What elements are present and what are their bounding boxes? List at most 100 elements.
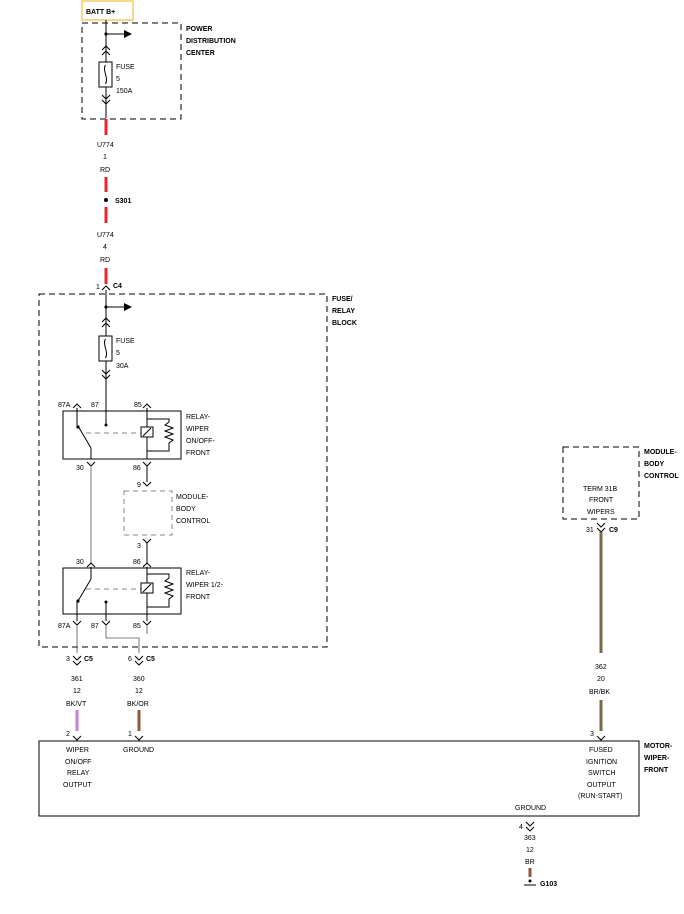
wire-363-color: BR [525,859,535,866]
pdc-tap-node [104,32,108,36]
wire-361-color: BK/VT [66,701,87,708]
wire-360-circuit: 360 [133,676,145,683]
motor-pin2: 2 [66,731,70,738]
mbc-inner-label-3: CONTROL [176,518,210,525]
relay2-87-exit-wire [105,625,140,653]
relay1-pin-30: 30 [76,465,84,472]
relay2-label-1: RELAY- [186,570,211,577]
frb-fuse-top-connector-icon [101,317,111,328]
relay2-resistor-icon [147,573,175,608]
mbc-inner-label-2: BODY [176,506,196,513]
pdc-name-2: DISTRIBUTION [186,38,236,45]
pdc-boundary [81,22,182,120]
relay2-pin-30: 30 [76,559,84,566]
relay1-pin-86: 86 [133,465,141,472]
motor-ground-label: GROUND [515,805,546,812]
pdc-fuse-number: 5 [116,76,120,83]
relay2-label-3: FRONT [186,594,211,601]
wire-u774-top-color: RD [100,167,110,174]
c5-mid-label: C5 [146,656,155,663]
wire-362-color: BR/BK [589,689,610,696]
relay1-label-1: RELAY- [186,414,211,421]
motor-pin3-label-5: (RUN-START) [578,793,622,800]
motor-ground-connector-icon [525,821,535,832]
wire-363-gauge: 12 [526,847,534,854]
pdc-name-3: CENTER [186,50,215,57]
relay2-switch-blade [77,578,92,602]
g103-label: G103 [540,881,557,888]
relay1-box [62,410,182,460]
c4-pin: 1 [96,284,100,291]
pdc-fuse-bottom-connector-icon [101,94,111,105]
wire-362-gauge: 20 [597,676,605,683]
mbc-inner-label-1: MODULE- [176,494,209,501]
relay1-resistor-icon [147,418,175,452]
pdc-fuse-top-connector-icon [101,45,111,56]
relay2-pin-87a: 87A [58,623,71,630]
c4-connector-icon [101,285,111,291]
relay1-top-connectors-icon [72,403,152,409]
mbc-inner-top-connector-icon [142,481,152,487]
relay2-top-connectors-icon [86,562,152,568]
motor-pin3: 3 [590,731,594,738]
mbc-name-1: MODULE- [644,449,677,456]
frb-fuse-bottom-connector-icon [101,369,111,380]
c9-pin: 31 [586,527,594,534]
wire-360-color: BK/OR [127,701,149,708]
batt-box [81,0,134,21]
relay2-pin-87: 87 [91,623,99,630]
wire-u774-top-pin: 1 [103,154,107,161]
splice-s301-node [104,198,108,202]
relay2-coil-slash [142,583,152,593]
wire-360-gauge: 12 [135,688,143,695]
frb-tap-node [104,305,108,309]
c5-mid-pin: 6 [128,656,132,663]
mbc-term-3: WIPERS [587,509,615,516]
motor-pin2-label-1: WIPER [66,747,89,754]
frb-name-1: FUSE/ [332,296,353,303]
mbc-term-2: FRONT [589,497,614,504]
c4-label: C4 [113,283,122,290]
relay2-pin-86: 86 [133,559,141,566]
mbc-inner-pin-top: 9 [137,482,141,489]
pdc-fuse-element [104,64,107,85]
mbc-inner-pin-bot: 3 [137,543,141,550]
motor-pin2-label-2: ON/OFF [65,759,91,766]
relay2-pin-85: 85 [133,623,141,630]
relay1-pin-87: 87 [91,402,99,409]
motor-pin1-label: GROUND [123,747,154,754]
c5-left-label: C5 [84,656,93,663]
wire-363-circuit: 363 [524,835,536,842]
relay1-pin-87a: 87A [58,402,71,409]
motor-name-1: MOTOR- [644,743,673,750]
splice-s301-label: S301 [115,198,131,205]
wire-u774-bot-pin: 4 [103,244,107,251]
mbc-name-2: BODY [644,461,665,468]
frb-name-2: RELAY [332,308,355,315]
mbc-inner-boundary [123,490,173,536]
mbc-boundary [562,446,640,520]
mbc-term-1: TERM 31B [583,486,618,493]
relay1-bottom-connectors-icon [86,461,152,467]
mbc-inner-bottom-connector-icon [142,538,152,544]
pdc-tap-arrow-icon [124,30,132,38]
relay1-coil-slash [142,427,152,437]
motor-pin3-label-3: SWITCH [588,770,616,777]
motor-connectors-icon [72,735,606,741]
frb-fuse-number: 5 [116,350,120,357]
mbc-name-3: CONTROL [644,473,679,480]
wire-u774-bot-circuit: U774 [97,232,114,239]
motor-pin1: 1 [128,731,132,738]
c9-connector-icon [596,522,606,533]
frb-name-3: BLOCK [332,320,357,327]
motor-name-3: FRONT [644,767,669,774]
frb-fuse-element [104,338,107,359]
relay1-label-4: FRONT [186,450,211,457]
motor-name-2: WIPER- [644,755,670,762]
frb-fuse-rating: 30A [116,363,129,370]
c5-mid-connector-icon [134,655,144,666]
motor-pin3-label-2: IGNITION [586,759,617,766]
motor-pin3-label-1: FUSED [589,747,613,754]
motor-pin2-label-4: OUTPUT [63,782,93,789]
